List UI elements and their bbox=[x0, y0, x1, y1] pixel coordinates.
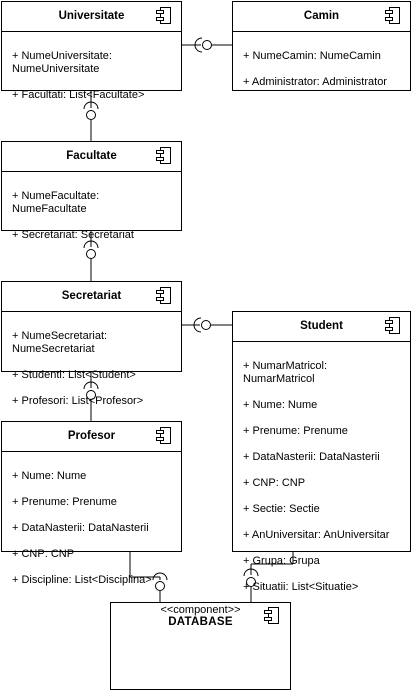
attribute: + DataNasterii: DataNasterii bbox=[243, 451, 380, 463]
component-universitate[interactable]: Universitate + NumeUniversitate: NumeUni… bbox=[1, 1, 182, 101]
component-icon bbox=[156, 7, 172, 25]
component-icon bbox=[385, 317, 401, 335]
component-icon bbox=[156, 147, 172, 165]
attribute: + Prenume: Prenume bbox=[12, 496, 117, 508]
socket-facultate bbox=[83, 240, 99, 249]
attribute: + NumarMatricol: NumarMatricol bbox=[243, 360, 328, 385]
lollipop-database-profesor bbox=[155, 581, 165, 591]
component-icon bbox=[156, 287, 172, 305]
attribute: + CNP: CNP bbox=[243, 477, 306, 489]
attribute: + Secretariat: Secretariat bbox=[12, 229, 134, 241]
component-icon bbox=[264, 607, 280, 625]
attribute: + Sectie: Sectie bbox=[243, 503, 320, 515]
component-header: Student bbox=[233, 312, 410, 342]
component-header: Secretariat bbox=[2, 282, 181, 312]
attribute: + NumeFacultate: NumeFacultate bbox=[12, 190, 100, 215]
lollipop-database-student bbox=[246, 577, 256, 587]
attribute: + Situatii: List<Situatie> bbox=[243, 581, 359, 593]
attribute: + CNP: CNP bbox=[12, 548, 75, 560]
component-title: Profesor bbox=[67, 430, 116, 442]
component-title: DATABASE bbox=[168, 616, 233, 628]
component-header: Camin bbox=[233, 2, 410, 32]
component-secretariat[interactable]: Secretariat + NumeSecretariat: NumeSecre… bbox=[1, 281, 182, 407]
component-profesor[interactable]: Profesor + Nume: Nume + Prenume: Prenume… bbox=[1, 421, 182, 586]
component-camin[interactable]: Camin + NumeCamin: NumeCamin + Administr… bbox=[232, 1, 411, 91]
attribute-list: + NumarMatricol: NumarMatricol + Nume: N… bbox=[233, 342, 410, 607]
attribute: + Prenume: Prenume bbox=[243, 425, 348, 437]
lollipop-secretariat bbox=[86, 249, 96, 259]
attribute: + NumeCamin: NumeCamin bbox=[243, 50, 381, 62]
lollipop-camin bbox=[202, 40, 212, 50]
attribute: + Grupa: Grupa bbox=[243, 555, 320, 567]
component-title: Universitate bbox=[58, 10, 125, 22]
attribute-list: + NumeSecretariat: NumeSecretariat + Stu… bbox=[2, 312, 181, 421]
attribute: + NumeSecretariat: NumeSecretariat bbox=[12, 330, 108, 355]
component-icon bbox=[385, 7, 401, 25]
socket-universitate-camin bbox=[194, 37, 203, 53]
socket-database-profesor bbox=[152, 572, 168, 581]
attribute-list: + NumeUniversitate: NumeUniversitate + F… bbox=[2, 32, 181, 115]
component-icon bbox=[156, 427, 172, 445]
attribute-list: + Nume: Nume + Prenume: Prenume + DataNa… bbox=[2, 452, 181, 600]
attribute: + Profesori: List<Profesor> bbox=[12, 395, 144, 407]
component-title: Secretariat bbox=[61, 290, 122, 302]
attribute: + DataNasterii: DataNasterii bbox=[12, 522, 149, 534]
component-header: Universitate bbox=[2, 2, 181, 32]
component-header: Profesor bbox=[2, 422, 181, 452]
attribute-list: + NumeFacultate: NumeFacultate + Secreta… bbox=[2, 172, 181, 255]
lollipop-profesor bbox=[86, 390, 96, 400]
component-title: Student bbox=[300, 320, 343, 332]
component-header: Facultate bbox=[2, 142, 181, 172]
socket-database-student bbox=[243, 568, 259, 577]
attribute: + Nume: Nume bbox=[12, 470, 87, 482]
component-facultate[interactable]: Facultate + NumeFacultate: NumeFacultate… bbox=[1, 141, 182, 241]
attribute: + NumeUniversitate: NumeUniversitate bbox=[12, 50, 112, 75]
attribute: + Administrator: Administrator bbox=[243, 76, 387, 88]
attribute: + Facultati: List<Facultate> bbox=[12, 89, 145, 101]
component-title: Camin bbox=[303, 10, 340, 22]
attribute: + AnUniversitar: AnUniversitar bbox=[243, 529, 390, 541]
lollipop-student bbox=[201, 320, 211, 330]
attribute: + Discipline: List<Disciplina> bbox=[12, 574, 152, 586]
attribute-list: + NumeCamin: NumeCamin + Administrator: … bbox=[233, 32, 410, 102]
stereotype-label: <<component>> bbox=[160, 604, 241, 616]
socket-universitate bbox=[83, 101, 99, 110]
component-title: Facultate bbox=[66, 150, 117, 162]
socket-secretariat bbox=[83, 381, 99, 390]
lollipop-facultate bbox=[86, 110, 96, 120]
component-student[interactable]: Student + NumarMatricol: NumarMatricol +… bbox=[232, 311, 411, 593]
attribute: + Nume: Nume bbox=[243, 399, 318, 411]
socket-secretariat-student bbox=[193, 317, 202, 333]
component-database[interactable]: <<component>> DATABASE bbox=[110, 602, 291, 690]
attribute: + Studenti: List<Student> bbox=[12, 369, 136, 381]
